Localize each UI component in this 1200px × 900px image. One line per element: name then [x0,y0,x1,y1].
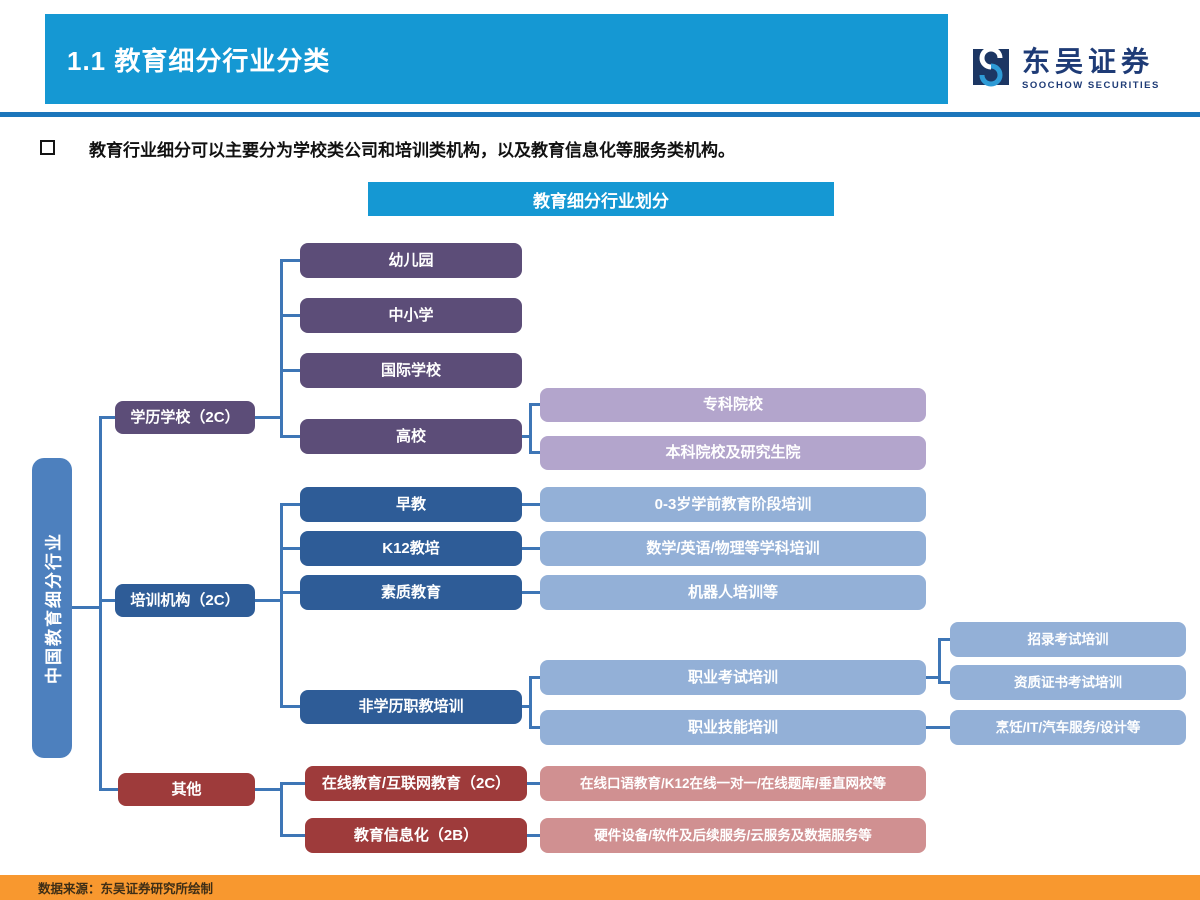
connector [283,503,300,506]
connector [283,369,300,372]
node-informatization-detail: 硬件设备/软件及后续服务/云服务及数据服务等 [540,818,926,853]
node-international-school: 国际学校 [300,353,522,388]
node-others: 其他 [118,773,255,806]
connector [72,606,101,609]
tree-root-china-education: 中国教育细分行业 [32,458,72,758]
node-early-education: 早教 [300,487,522,522]
connector [522,705,532,708]
connector [99,599,115,602]
connector [283,591,300,594]
connector [527,834,540,837]
node-education-informatization: 教育信息化（2B） [305,818,527,853]
connector [99,788,120,791]
connector [283,435,300,438]
logo-name-cn: 东吴证券 [1022,47,1155,79]
data-source-text: 数据来源：东吴证券研究所绘制 [38,882,214,896]
logo-name-en: SOOCHOW SECURITIES [1022,80,1160,92]
node-online-education-detail: 在线口语教育/K12在线一对一/在线题库/垂直网校等 [540,766,926,801]
connector [926,676,941,679]
connector [280,503,283,708]
node-non-degree-vocational: 非学历职教培训 [300,690,522,724]
node-k12-tutoring: K12教培 [300,531,522,566]
connector [529,676,532,729]
node-vocational-exam-training: 职业考试培训 [540,660,926,695]
diagram-title: 教育细分行业划分 [368,182,834,216]
node-online-education: 在线教育/互联网教育（2C） [305,766,527,801]
connector [255,416,283,419]
connector [529,403,532,454]
connector [283,782,305,785]
node-undergraduate-graduate: 本科院校及研究生院 [540,436,926,470]
connector [522,435,532,438]
node-primary-secondary: 中小学 [300,298,522,333]
connector [941,681,950,684]
connector [926,726,950,729]
bullet-row: 教育行业细分可以主要分为学校类公司和培训类机构，以及教育信息化等服务类机构。 [40,136,1160,161]
node-kindergarten: 幼儿园 [300,243,522,278]
connector [522,547,540,550]
node-recruitment-exam: 招录考试培训 [950,622,1186,657]
node-quality-detail: 机器人培训等 [540,575,926,610]
header-divider-line [0,112,1200,117]
connector [941,638,950,641]
connector [255,599,283,602]
bullet-text: 教育行业细分可以主要分为学校类公司和培训类机构，以及教育信息化等服务类机构。 [89,141,735,160]
node-vocational-skill-training: 职业技能培训 [540,710,926,745]
node-higher-education: 高校 [300,419,522,454]
connector [255,788,283,791]
connector [522,591,540,594]
slide-title-bar: 1.1 教育细分行业分类 [45,14,948,104]
connector [283,259,300,262]
node-k12-detail: 数学/英语/物理等学科培训 [540,531,926,566]
node-degree-schools: 学历学校（2C） [115,401,255,434]
tree-root-label: 中国教育细分行业 [44,532,64,684]
slide-title: 1.1 教育细分行业分类 [67,45,331,76]
connector [532,451,540,454]
bullet-square-icon [40,140,55,155]
connector [283,834,305,837]
connector [938,638,941,684]
connector [522,503,540,506]
connector [527,782,540,785]
soochow-logo-icon [972,46,1012,94]
node-junior-college: 专科院校 [540,388,926,422]
node-cooking-it-auto-design: 烹饪/IT/汽车服务/设计等 [950,710,1186,745]
connector [532,726,540,729]
connector [283,547,300,550]
connector [280,782,283,837]
connector-trunk [99,417,102,791]
connector [283,314,300,317]
connector [283,705,300,708]
connector [280,259,283,438]
connector [532,676,540,679]
node-training-institutions: 培训机构（2C） [115,584,255,617]
node-quality-education: 素质教育 [300,575,522,610]
soochow-securities-logo: 东吴证券 SOOCHOW SECURITIES [972,40,1187,100]
node-certificate-exam: 资质证书考试培训 [950,665,1186,700]
node-early-education-detail: 0-3岁学前教育阶段培训 [540,487,926,522]
connector [99,416,115,419]
connector [532,403,540,406]
footer-bar: 数据来源：东吴证券研究所绘制 [0,875,1200,900]
